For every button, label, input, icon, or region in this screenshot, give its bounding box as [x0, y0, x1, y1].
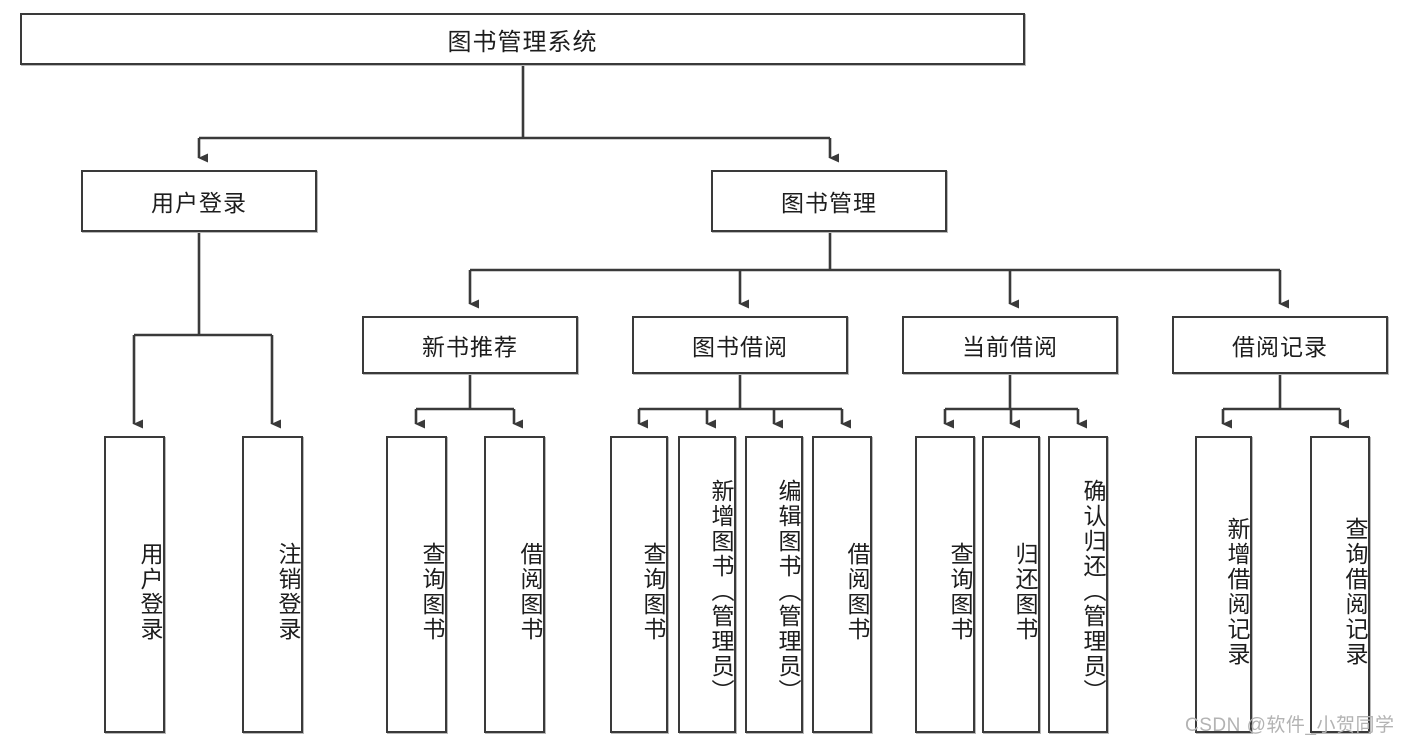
leaf-borrow-book[interactable]: 借阅图书	[812, 436, 872, 733]
node-borrow-record-label: 借阅记录	[1232, 334, 1328, 360]
leaf-label: 编辑图书（管理员）	[775, 479, 801, 704]
node-book-borrow-label: 图书借阅	[692, 334, 788, 360]
node-root[interactable]: 图书管理系统	[20, 13, 1025, 65]
node-new-book-recommend[interactable]: 新书推荐	[362, 316, 578, 374]
leaf-label: 借阅图书	[517, 541, 543, 642]
leaf-add-borrow-record[interactable]: 新增借阅记录	[1195, 436, 1252, 733]
node-user-login[interactable]: 用户登录	[81, 170, 317, 232]
leaf-query-book-borrow[interactable]: 查询图书	[610, 436, 668, 733]
leaf-label: 查询图书	[640, 541, 666, 642]
leaf-label: 确认归还（管理员）	[1080, 479, 1106, 704]
leaf-label: 归还图书	[1012, 541, 1038, 642]
leaf-label: 新增借阅记录	[1224, 516, 1250, 667]
node-borrow-record[interactable]: 借阅记录	[1172, 316, 1388, 374]
node-current-borrow[interactable]: 当前借阅	[902, 316, 1118, 374]
node-current-borrow-label: 当前借阅	[962, 334, 1058, 360]
leaf-query-book-recommend[interactable]: 查询图书	[386, 436, 447, 733]
leaf-label: 用户登录	[137, 541, 163, 642]
leaf-user-login[interactable]: 用户登录	[104, 436, 165, 733]
leaf-label: 借阅图书	[844, 541, 870, 642]
leaf-borrow-book-recommend[interactable]: 借阅图书	[484, 436, 545, 733]
leaf-label: 查询借阅记录	[1342, 516, 1368, 667]
leaf-query-book-current[interactable]: 查询图书	[915, 436, 975, 733]
leaf-label: 查询图书	[947, 541, 973, 642]
node-user-login-label: 用户登录	[151, 190, 247, 216]
leaf-label: 新增图书（管理员）	[708, 479, 734, 704]
node-new-book-recommend-label: 新书推荐	[422, 334, 518, 360]
node-book-borrow[interactable]: 图书借阅	[632, 316, 848, 374]
leaf-return-book[interactable]: 归还图书	[982, 436, 1040, 733]
leaf-confirm-return-admin[interactable]: 确认归还（管理员）	[1048, 436, 1108, 733]
node-root-label: 图书管理系统	[447, 28, 598, 56]
leaf-logout[interactable]: 注销登录	[242, 436, 303, 733]
node-book-management[interactable]: 图书管理	[711, 170, 947, 232]
leaf-query-borrow-record[interactable]: 查询借阅记录	[1310, 436, 1370, 733]
leaf-edit-book-admin[interactable]: 编辑图书（管理员）	[745, 436, 803, 733]
node-book-management-label: 图书管理	[781, 190, 877, 216]
leaf-label: 注销登录	[275, 541, 301, 642]
watermark: CSDN @软件_小贺同学	[1185, 715, 1395, 736]
leaf-label: 查询图书	[419, 541, 445, 642]
leaf-add-book-admin[interactable]: 新增图书（管理员）	[678, 436, 736, 733]
